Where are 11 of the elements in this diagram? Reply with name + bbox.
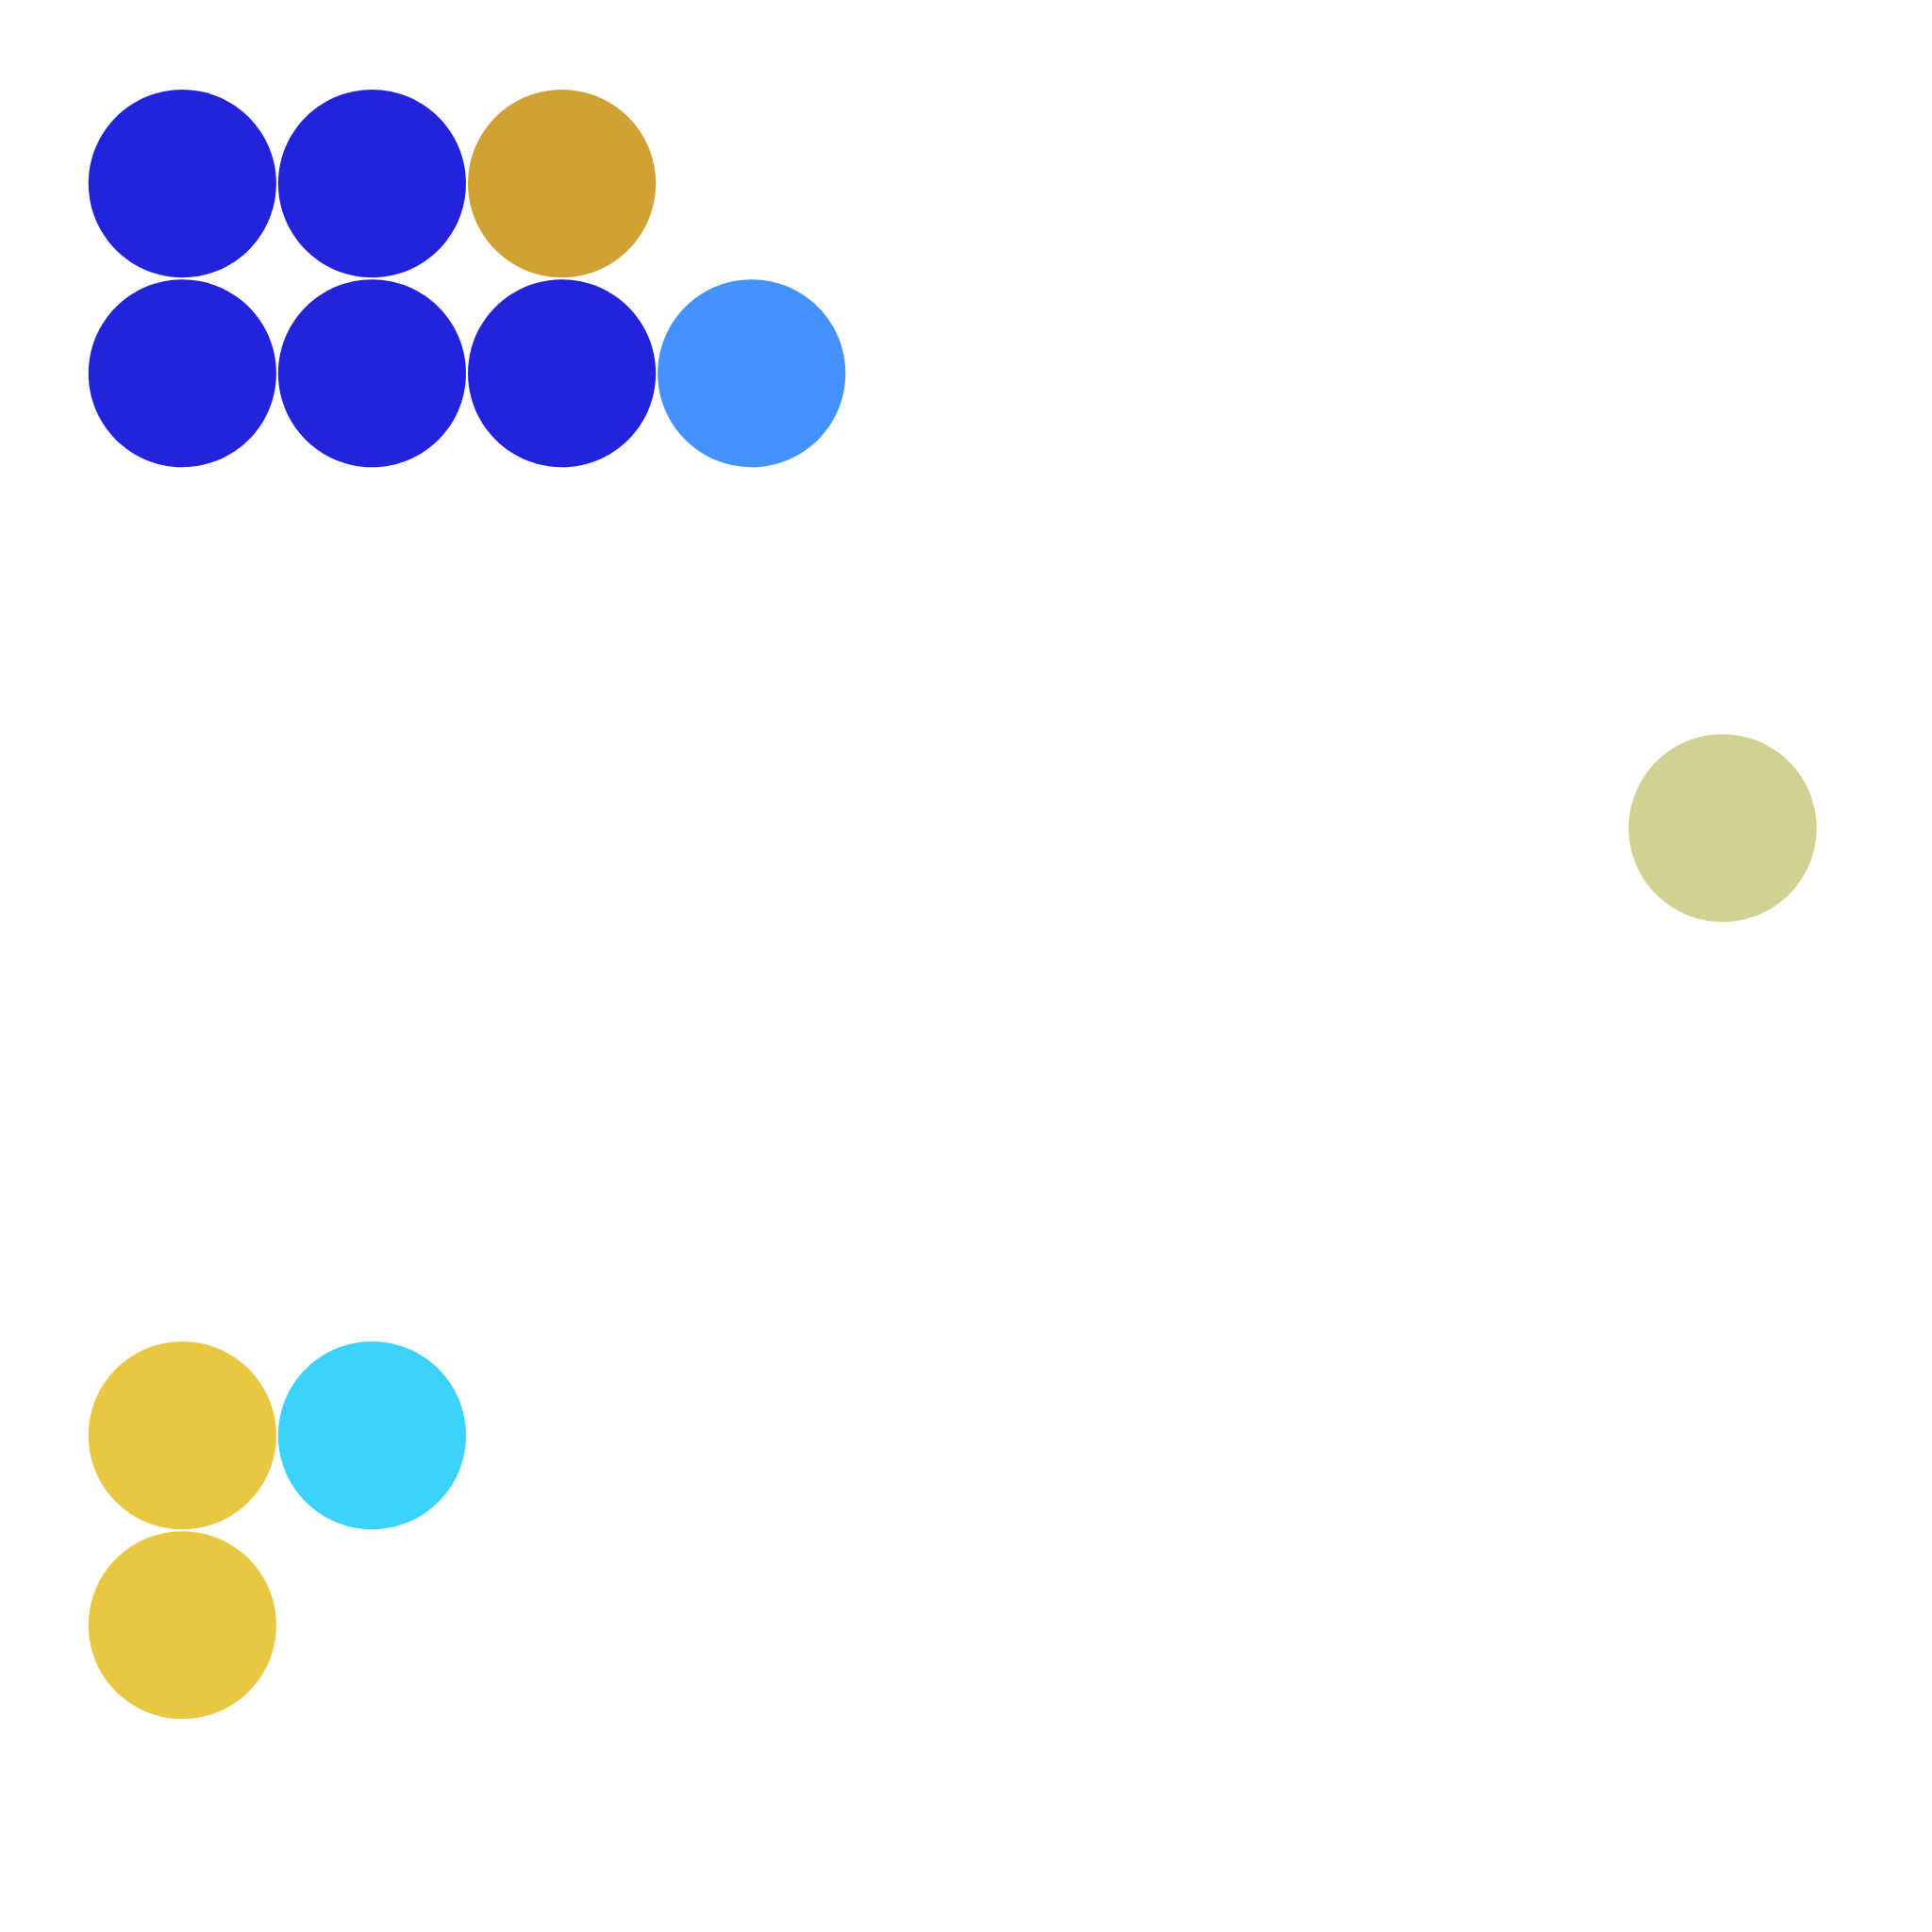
- circle: [468, 279, 657, 468]
- circle: [277, 1341, 466, 1530]
- circle: [277, 279, 466, 468]
- circle: [658, 279, 846, 468]
- circle: [88, 90, 276, 278]
- circle: [88, 1531, 276, 1720]
- circle: [88, 1341, 276, 1530]
- circle: [1628, 734, 1817, 923]
- circle: [88, 279, 276, 468]
- circle: [277, 90, 466, 278]
- circle: [468, 90, 657, 278]
